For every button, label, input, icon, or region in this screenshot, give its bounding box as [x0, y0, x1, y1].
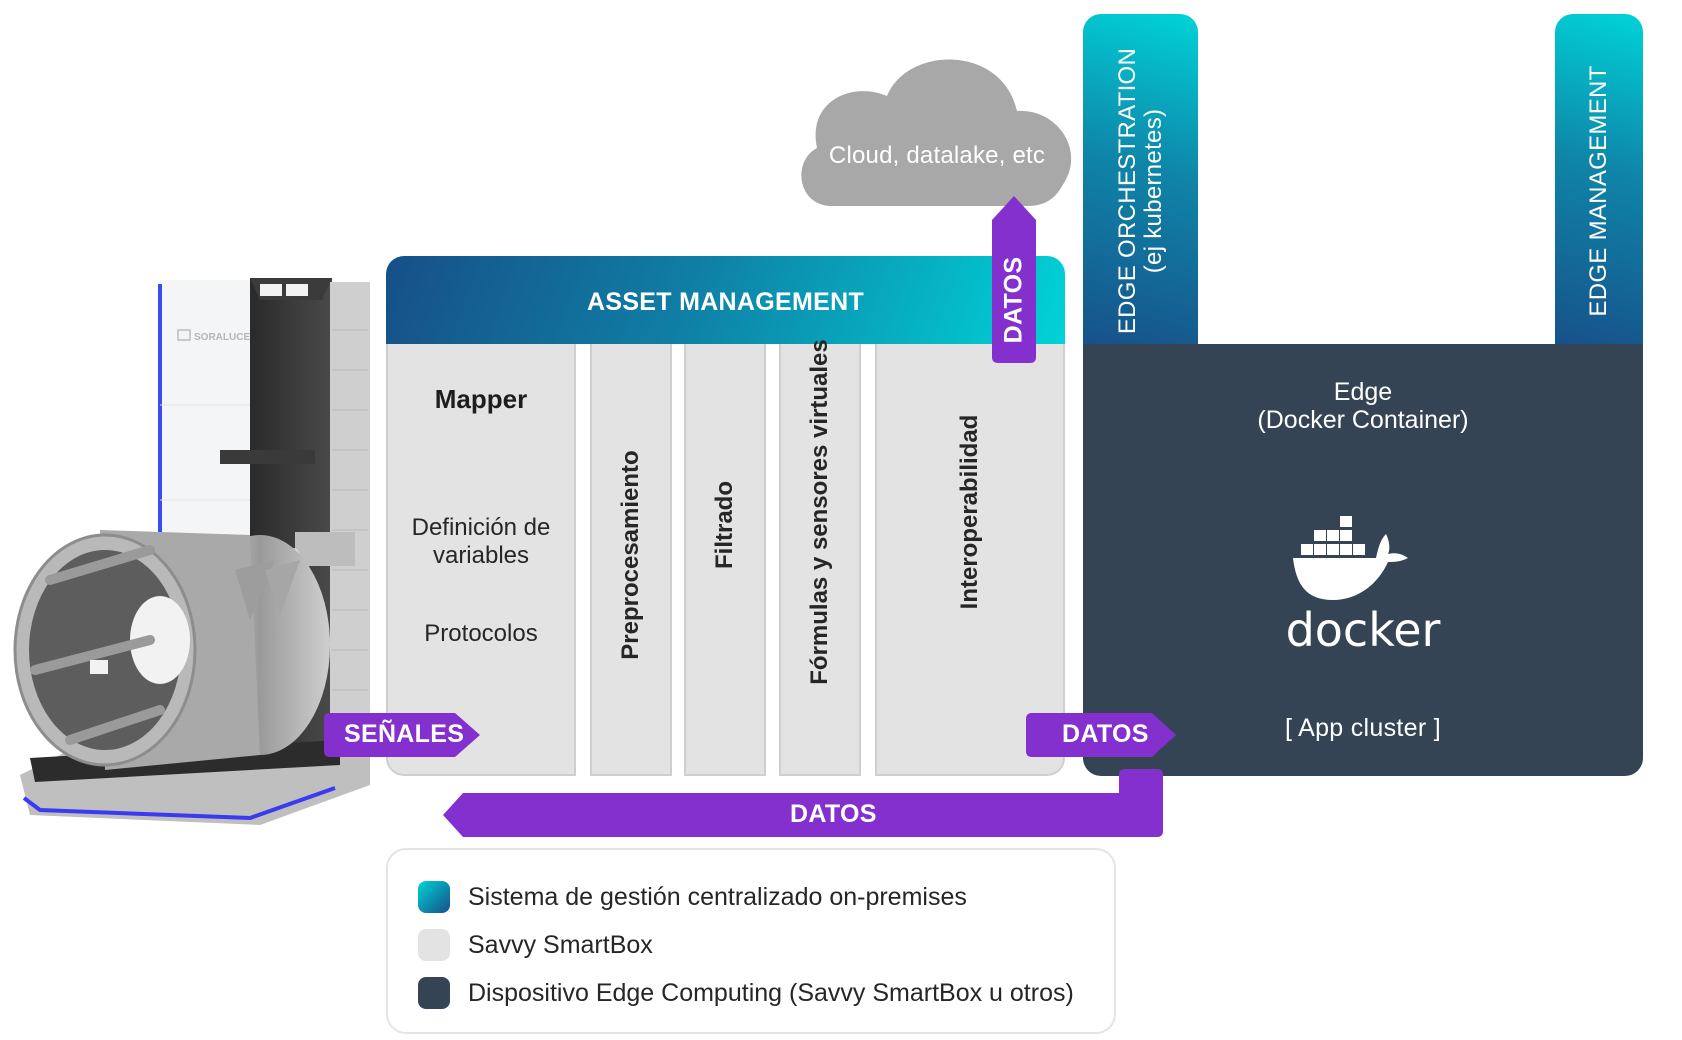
edge-orchestration-line2: (ej kubernetes) — [1139, 108, 1167, 274]
edge-management-label: EDGE MANAGEMENT — [1585, 65, 1612, 317]
legend: Sistema de gestión centralizado on-premi… — [386, 848, 1116, 1034]
edge-orchestration-bar: EDGE ORCHESTRATION (ej kubernetes) — [1083, 14, 1198, 354]
legend-label: Dispositivo Edge Computing (Savvy SmartB… — [468, 978, 1074, 1007]
interoperability-column: Interoperabilidad — [875, 344, 1065, 776]
teal-swatch-icon — [418, 881, 450, 913]
edge-orchestration-line1: EDGE ORCHESTRATION — [1113, 47, 1141, 334]
soraluce-logo: SORALUCE — [177, 329, 250, 343]
cloud-shape — [801, 59, 1072, 206]
dark-swatch-icon — [418, 977, 450, 1009]
edge-container-box: Edge (Docker Container) docker [ App clu… — [1083, 344, 1643, 776]
edge-title-line1: Edge — [1333, 378, 1393, 406]
edge-management-bar: EDGE MANAGEMENT — [1555, 14, 1643, 354]
docker-wordmark: docker — [1286, 603, 1441, 654]
mapper-definition: Definición de variables — [388, 514, 574, 570]
svg-text:SORALUCE: SORALUCE — [194, 332, 250, 343]
data-to-edge-label: DATOS — [1062, 720, 1149, 748]
mapper-protocols: Protocolos — [424, 620, 538, 647]
filtering-label: Filtrado — [711, 480, 738, 569]
mapper-definition-line2: variables — [432, 542, 530, 569]
legend-item-central-management: Sistema de gestión centralizado on-premi… — [418, 880, 967, 914]
signals-label: SEÑALES — [344, 720, 465, 748]
legend-label: Sistema de gestión centralizado on-premi… — [468, 882, 967, 911]
preprocessing-label: Preprocesamiento — [617, 449, 644, 660]
asset-management-title: ASSET MANAGEMENT — [586, 287, 865, 316]
preprocessing-column: Preprocesamiento — [590, 344, 672, 776]
data-back-label: DATOS — [790, 800, 877, 828]
mapper-definition-line1: Definición de — [411, 514, 551, 541]
legend-item-smartbox: Savvy SmartBox — [418, 928, 653, 962]
legend-label: Savvy SmartBox — [468, 930, 653, 959]
formulas-column: Fórmulas y sensores virtuales — [779, 339, 861, 776]
cloud-label: Cloud, datalake, etc — [828, 142, 1046, 169]
formulas-label: Fórmulas y sensores virtuales — [806, 338, 833, 685]
docker-whale-icon: docker — [1286, 516, 1441, 654]
grey-swatch-icon — [418, 929, 450, 961]
edge-title: Edge (Docker Container) — [1083, 378, 1643, 434]
edge-title-line2: (Docker Container) — [1257, 406, 1469, 434]
edge-orchestration-label: EDGE ORCHESTRATION (ej kubernetes) — [1113, 47, 1167, 334]
asset-management-header: ASSET MANAGEMENT — [386, 256, 1065, 344]
interoperability-label: Interoperabilidad — [956, 414, 983, 610]
filtering-column: Filtrado — [684, 344, 766, 776]
mapper-title: Mapper — [434, 384, 528, 414]
machine-tool-image: SORALUCE — [13, 278, 370, 825]
legend-item-edge-device: Dispositivo Edge Computing (Savvy SmartB… — [418, 976, 1074, 1010]
mapper-column: Mapper Definición de variables Protocolo… — [386, 344, 576, 776]
data-to-cloud-label: DATOS — [999, 256, 1028, 344]
app-cluster-label: [ App cluster ] — [1285, 714, 1441, 742]
